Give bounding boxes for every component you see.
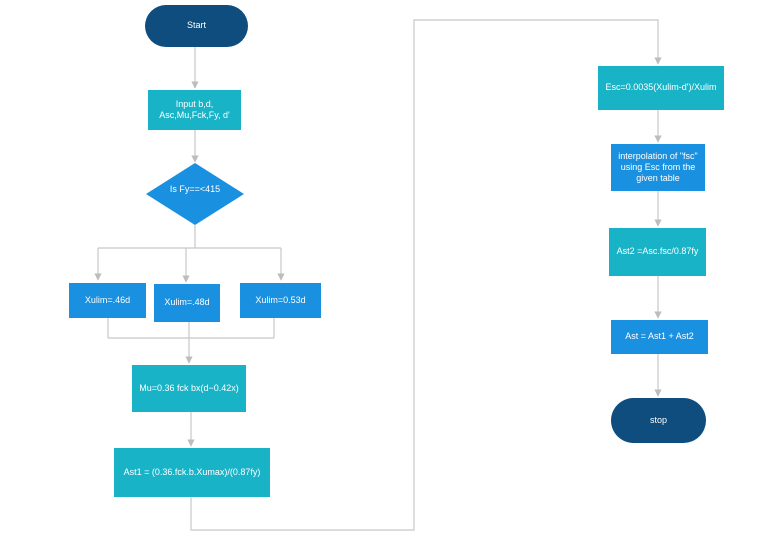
mu-process: Mu=0.36 fck bx(d−0.42x) [132, 365, 246, 412]
stop-terminal: stop [611, 398, 706, 443]
decision-label: Is Fy==<415 [169, 184, 221, 194]
ast-total-process: Ast = Ast1 + Ast2 [611, 320, 708, 354]
start-terminal: Start [145, 5, 248, 47]
input-process: Input b,d, Asc,Mu,Fck,Fy, d' [148, 90, 241, 130]
decision-diamond [146, 163, 244, 225]
ast2-process: Ast2 =Asc.fsc/0.87fy [609, 228, 706, 276]
xulim-046-box: Xulim=.46d [69, 283, 146, 318]
esc-process: Esc=0.0035(Xulim-d')/Xulim [598, 66, 724, 110]
xulim-053-box: Xulim=0.53d [240, 283, 321, 318]
connector-ast1-esc [190, 19, 662, 531]
ast1-process: Ast1 = (0.36.fck.b.Xumax)/(0.87fy) [114, 448, 270, 497]
interpolation-process: interpolation of "fsc" using Esc from th… [611, 144, 705, 191]
xulim-048-box: Xulim=.48d [154, 284, 220, 322]
